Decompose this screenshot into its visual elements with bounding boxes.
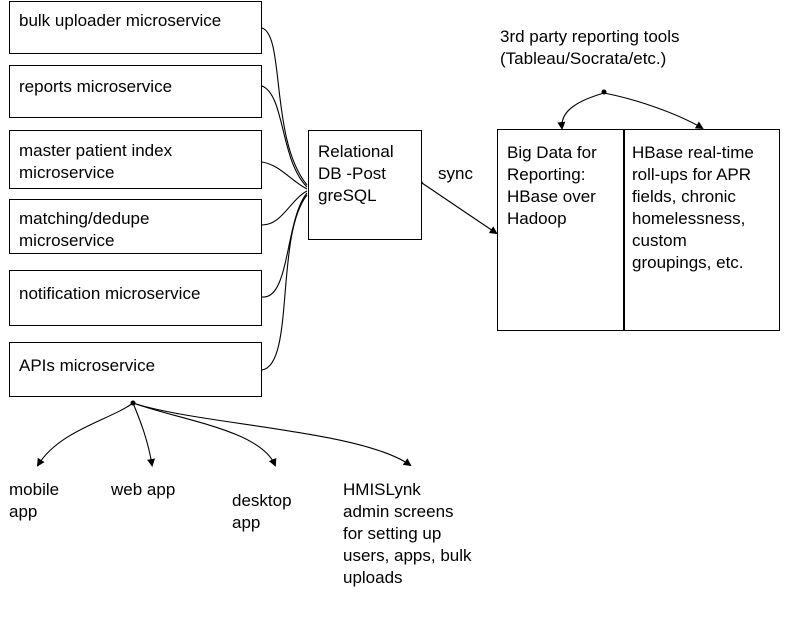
bulk-uploader-microservice-box: bulk uploader microservice bbox=[9, 1, 262, 54]
relational-db-label: Relational DB -Post greSQL bbox=[318, 142, 394, 205]
matching-dedupe-microservice-box: matching/dedupe microservice bbox=[9, 199, 262, 254]
sync-arrow bbox=[414, 176, 498, 235]
relational-db-box: Relational DB -Post greSQL bbox=[308, 130, 422, 240]
apis-microservice-box: APIs microservice bbox=[9, 342, 262, 397]
mobile-app-label: mobile app bbox=[9, 480, 60, 521]
connector-notification-db bbox=[261, 192, 308, 298]
big-data-box bbox=[497, 129, 780, 331]
hbase-rollups-label: HBase real-time roll-ups for APR fields,… bbox=[632, 143, 754, 272]
admin-screens-label: HMISLynk admin screens for setting up us… bbox=[343, 480, 472, 587]
arrow-to-hbase bbox=[603, 92, 704, 130]
arrow-to-admin bbox=[132, 402, 412, 467]
arrow-to-mobile bbox=[36, 402, 134, 467]
apis-microservice-label: APIs microservice bbox=[19, 356, 156, 375]
reports-microservice-label: reports microservice bbox=[19, 77, 173, 96]
reports-microservice-box: reports microservice bbox=[9, 65, 262, 118]
connector-bulk-db bbox=[261, 27, 308, 186]
web-app-label: web app bbox=[111, 480, 176, 499]
master-patient-index-microservice-label: master patient index microservice bbox=[19, 141, 173, 182]
big-data-label: Big Data for Reporting: HBase over Hadoo… bbox=[507, 143, 597, 228]
connector-mpi-db bbox=[261, 161, 308, 190]
sync-label: sync bbox=[438, 164, 473, 183]
master-patient-index-microservice-box: master patient index microservice bbox=[9, 130, 262, 189]
desktop-app-label: desktop app bbox=[232, 491, 292, 532]
arrow-to-web bbox=[132, 402, 156, 467]
notification-microservice-label: notification microservice bbox=[19, 284, 201, 303]
reporting-junction bbox=[601, 89, 607, 95]
apis-junction bbox=[130, 400, 136, 406]
connector-reports-db bbox=[261, 85, 308, 188]
bulk-uploader-microservice-label: bulk uploader microservice bbox=[19, 11, 222, 30]
arrow-to-bigdata bbox=[557, 92, 605, 130]
matching-dedupe-microservice-label: matching/dedupe microservice bbox=[19, 209, 150, 250]
arrow-to-desktop bbox=[132, 402, 277, 467]
big-data-divider bbox=[623, 129, 625, 331]
connector-matching-db bbox=[261, 190, 308, 226]
notification-microservice-box: notification microservice bbox=[9, 270, 262, 326]
reporting-tools-label: 3rd party reporting tools (Tableau/Socra… bbox=[500, 27, 680, 68]
connector-apis-db bbox=[261, 194, 308, 371]
